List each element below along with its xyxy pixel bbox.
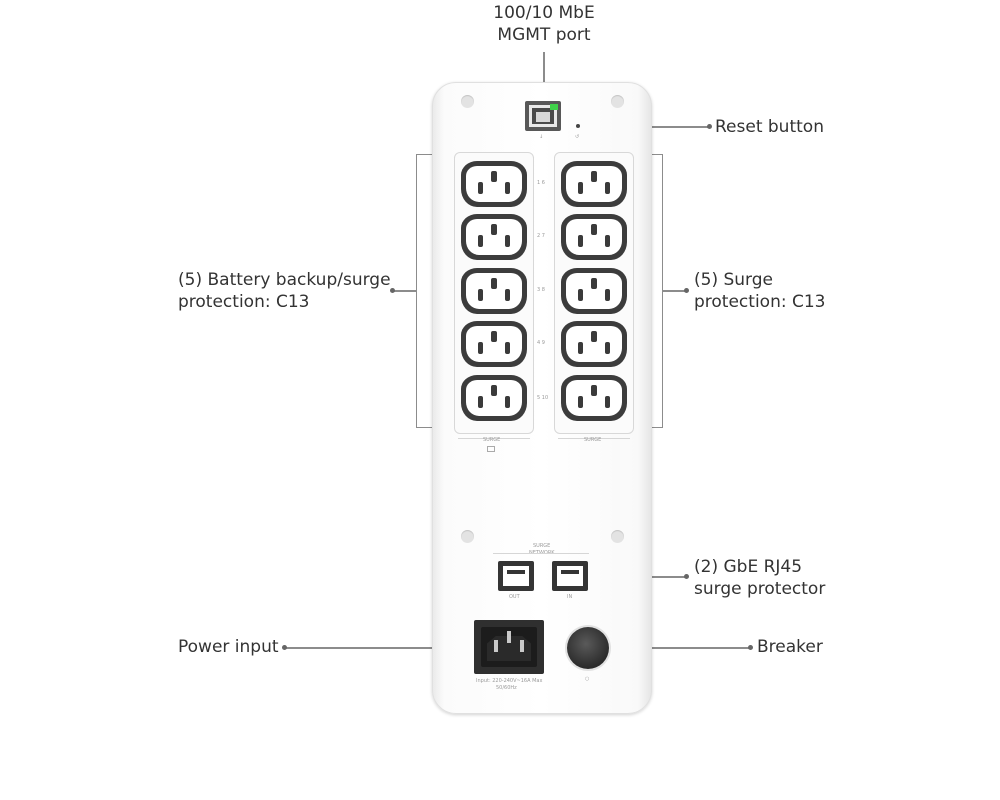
c13-outlet[interactable] <box>561 214 627 260</box>
outlet-number: 2 7 <box>537 233 545 239</box>
reset-button-label: Reset button <box>715 117 824 137</box>
surge-leader <box>662 290 686 292</box>
outlet-number: 5 10 <box>537 395 549 401</box>
surge-protection-label: (5) Surge protection: C13 <box>694 270 826 312</box>
power-input-leader-dot <box>282 645 287 650</box>
breaker-button[interactable] <box>567 627 609 669</box>
power-rating: Input: 220-240V~16A Max <box>476 678 543 684</box>
battery-leader-dot <box>390 288 395 293</box>
in-caption: IN <box>567 594 573 600</box>
breaker-glyph: ○ <box>585 676 590 682</box>
power-input-label: Power input <box>178 637 279 657</box>
c13-outlet[interactable] <box>461 161 527 207</box>
battery-icon <box>487 446 495 452</box>
rj45-leader-dot <box>684 574 689 579</box>
breaker-leader-dot <box>748 645 753 650</box>
c13-outlet[interactable] <box>561 161 627 207</box>
c13-outlet[interactable] <box>461 214 527 260</box>
c13-outlet[interactable] <box>461 375 527 421</box>
c13-outlet[interactable] <box>561 268 627 314</box>
outlet-number: 3 8 <box>537 287 545 293</box>
surge-leader-dot <box>684 288 689 293</box>
outlet-number: 4 9 <box>537 340 545 346</box>
c13-outlet[interactable] <box>561 321 627 367</box>
network-caption: SURGE <box>533 543 551 549</box>
battery-group-caption: SURGE <box>483 437 501 443</box>
mgmt-port-label: 100/10 MbE MGMT port <box>493 3 595 45</box>
surge-group-caption: SURGE <box>584 437 602 443</box>
screw <box>461 530 474 543</box>
mgmt-port[interactable] <box>525 101 561 131</box>
battery-bracket <box>416 154 445 428</box>
screw <box>461 95 474 108</box>
port-glyph: ↓ <box>539 134 544 140</box>
reset-button-hole[interactable] <box>576 124 580 128</box>
screw <box>611 95 624 108</box>
out-caption: OUT <box>509 594 520 600</box>
rj45-label: (2) GbE RJ45 surge protector <box>694 557 826 599</box>
outlet-number: 1 6 <box>537 180 545 186</box>
mgmt-port-leader <box>543 52 545 104</box>
port-led-icon <box>550 104 558 110</box>
reset-glyph: ↺ <box>575 134 580 140</box>
breaker-label: Breaker <box>757 637 823 657</box>
power-inlet[interactable] <box>474 620 544 674</box>
c13-outlet[interactable] <box>561 375 627 421</box>
c13-outlet[interactable] <box>461 268 527 314</box>
battery-leader <box>392 290 416 292</box>
power-rating: 50/60Hz <box>496 685 517 691</box>
power-input-leader <box>284 647 474 649</box>
battery-backup-label: (5) Battery backup/surge protection: C13 <box>178 270 391 312</box>
screw <box>611 530 624 543</box>
breaker-leader <box>600 647 750 649</box>
c13-outlet[interactable] <box>461 321 527 367</box>
surge-network-port-out[interactable] <box>498 561 534 591</box>
surge-network-port-in[interactable] <box>552 561 588 591</box>
reset-leader-dot <box>707 124 712 129</box>
